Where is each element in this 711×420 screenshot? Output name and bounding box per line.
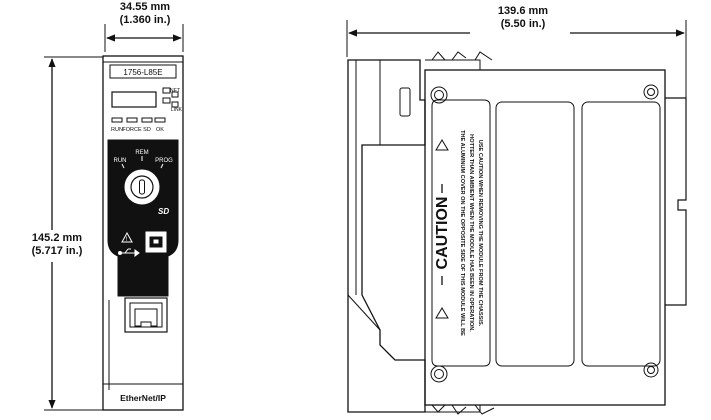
caution-line-2: HOTTER THAN AMBIENT WHEN THE MODULE HAS … xyxy=(468,134,474,332)
net-led-label: NET xyxy=(170,88,180,94)
ok-led-label: OK xyxy=(156,127,164,133)
force-led xyxy=(126,117,138,123)
vent-window-left xyxy=(495,101,575,367)
front-width-mm: 34.55 mm xyxy=(119,1,171,13)
right-top-screw xyxy=(643,84,659,100)
caution-line-1: THE ALUMINUM COVER ON THE OPPOSITE SIDE … xyxy=(459,130,465,336)
side-depth-label: 139.6 mm (5.50 in.) xyxy=(478,5,568,31)
side-bezel-outline xyxy=(347,59,426,413)
caution-text: CAUTION THE ALUMINUM COVER ON THE OPPOSI… xyxy=(434,130,483,336)
sd-led-label: SD xyxy=(143,127,151,133)
force-led-label: FORCE xyxy=(122,127,142,133)
warning-icon-mark: ! xyxy=(126,237,128,243)
top-clips xyxy=(431,51,493,61)
front-module-body xyxy=(102,55,184,411)
bottom-screw xyxy=(430,365,448,383)
prog-key-label: PROG xyxy=(155,158,173,164)
status-display xyxy=(111,91,157,108)
caution-warning-icon-top xyxy=(435,139,449,151)
top-screw xyxy=(430,86,448,104)
model-label: 1756-L85E xyxy=(123,68,162,77)
vent-window-right xyxy=(581,101,661,367)
front-height-in: (5.717 in.) xyxy=(31,245,83,257)
link-led-indicator xyxy=(171,101,179,108)
front-view-text: 1756-L85E RUN FORCE SD OK NET LINK RUN R… xyxy=(111,68,183,403)
net-led-indicator xyxy=(171,91,179,98)
side-depth-in: (5.50 in.) xyxy=(500,18,546,30)
rem-key-label: REM xyxy=(135,150,148,156)
caution-title: CAUTION xyxy=(434,197,451,270)
front-view: SD ! xyxy=(44,24,184,411)
ethernet-ip-label: EtherNet/IP xyxy=(120,393,166,403)
usb-icon xyxy=(118,248,140,257)
side-module-body xyxy=(424,69,666,406)
front-height-mm: 145.2 mm xyxy=(31,232,83,244)
side-view xyxy=(346,20,687,415)
caution-line-3: USE CAUTION WHEN REMOVING THE MODULE FRO… xyxy=(477,140,483,327)
bottom-clips xyxy=(431,404,495,415)
ethernet-port-inner xyxy=(129,302,163,328)
side-latch xyxy=(399,87,411,117)
front-height-label: 145.2 mm (5.717 in.) xyxy=(22,232,92,258)
front-width-in: (1.360 in.) xyxy=(119,14,171,26)
ok-led xyxy=(154,117,166,123)
ethernet-jack xyxy=(134,308,158,327)
right-top-screw-head xyxy=(647,88,655,96)
net-led xyxy=(162,87,171,94)
model-label-plate xyxy=(109,64,177,79)
usb-port-tongue xyxy=(152,238,160,245)
ethernet-port xyxy=(124,297,168,333)
top-screw-head xyxy=(434,90,444,100)
sd-led xyxy=(141,117,153,123)
bezel-lower-angle xyxy=(347,294,381,331)
run-led xyxy=(111,117,123,123)
prog-tick xyxy=(160,163,164,169)
link-led-label: LINK xyxy=(171,107,183,113)
bottom-screw-head xyxy=(434,369,444,379)
link-led xyxy=(162,97,171,104)
right-bottom-screw xyxy=(643,362,659,378)
run-key-label: RUN xyxy=(114,158,127,164)
run-tick xyxy=(121,163,125,169)
backplane-connector xyxy=(665,97,687,306)
right-bottom-screw-head xyxy=(647,366,655,374)
top-step xyxy=(425,59,481,70)
sd-card-logo: SD xyxy=(158,207,169,216)
front-width-label: 34.55 mm (1.360 in.) xyxy=(100,1,190,27)
caution-label xyxy=(431,99,491,367)
caution-warning-icon-bottom xyxy=(435,307,449,319)
warning-icon xyxy=(121,231,133,243)
key-slot xyxy=(139,179,145,195)
side-depth-mm: 139.6 mm xyxy=(497,5,549,17)
run-led-label: RUN xyxy=(111,127,123,133)
keyswitch-panel xyxy=(107,139,179,297)
